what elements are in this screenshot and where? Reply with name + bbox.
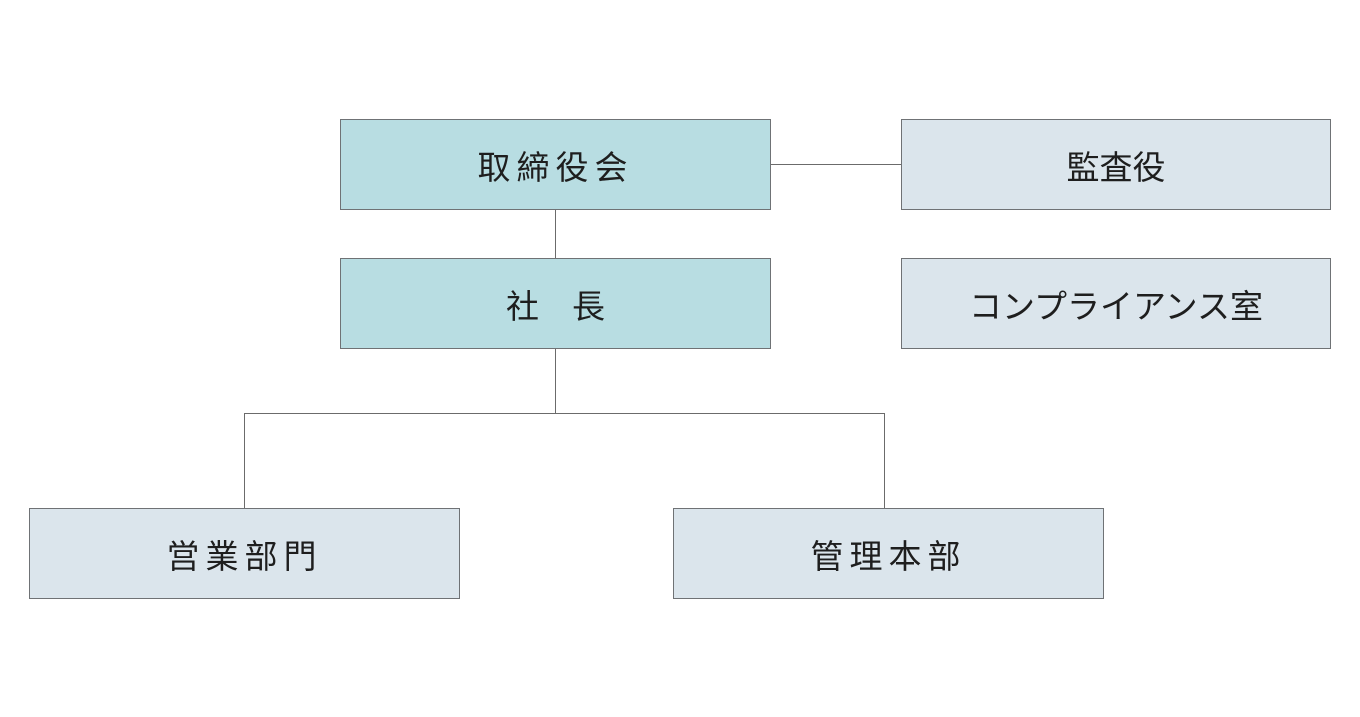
administration-hq-box: 管理本部 <box>673 508 1104 599</box>
president-box: 社 長 <box>340 258 771 349</box>
connector-to-admin <box>884 413 885 508</box>
connector-to-sales <box>244 413 245 508</box>
connector-board-auditor <box>770 164 901 165</box>
administration-hq-label: 管理本部 <box>810 536 967 576</box>
compliance-office-label: コンプライアンス室 <box>968 286 1264 326</box>
connector-branch-horizontal <box>244 413 885 414</box>
president-label: 社 長 <box>506 286 605 326</box>
sales-division-label: 営業部門 <box>166 536 323 576</box>
compliance-office-box: コンプライアンス室 <box>901 258 1331 349</box>
auditor-label: 監査役 <box>1066 147 1166 187</box>
connector-president-down <box>555 348 556 413</box>
board-of-directors-label: 取締役会 <box>477 147 634 187</box>
connector-board-president <box>555 210 556 258</box>
sales-division-box: 営業部門 <box>29 508 460 599</box>
board-of-directors-box: 取締役会 <box>340 119 771 210</box>
auditor-box: 監査役 <box>901 119 1331 210</box>
